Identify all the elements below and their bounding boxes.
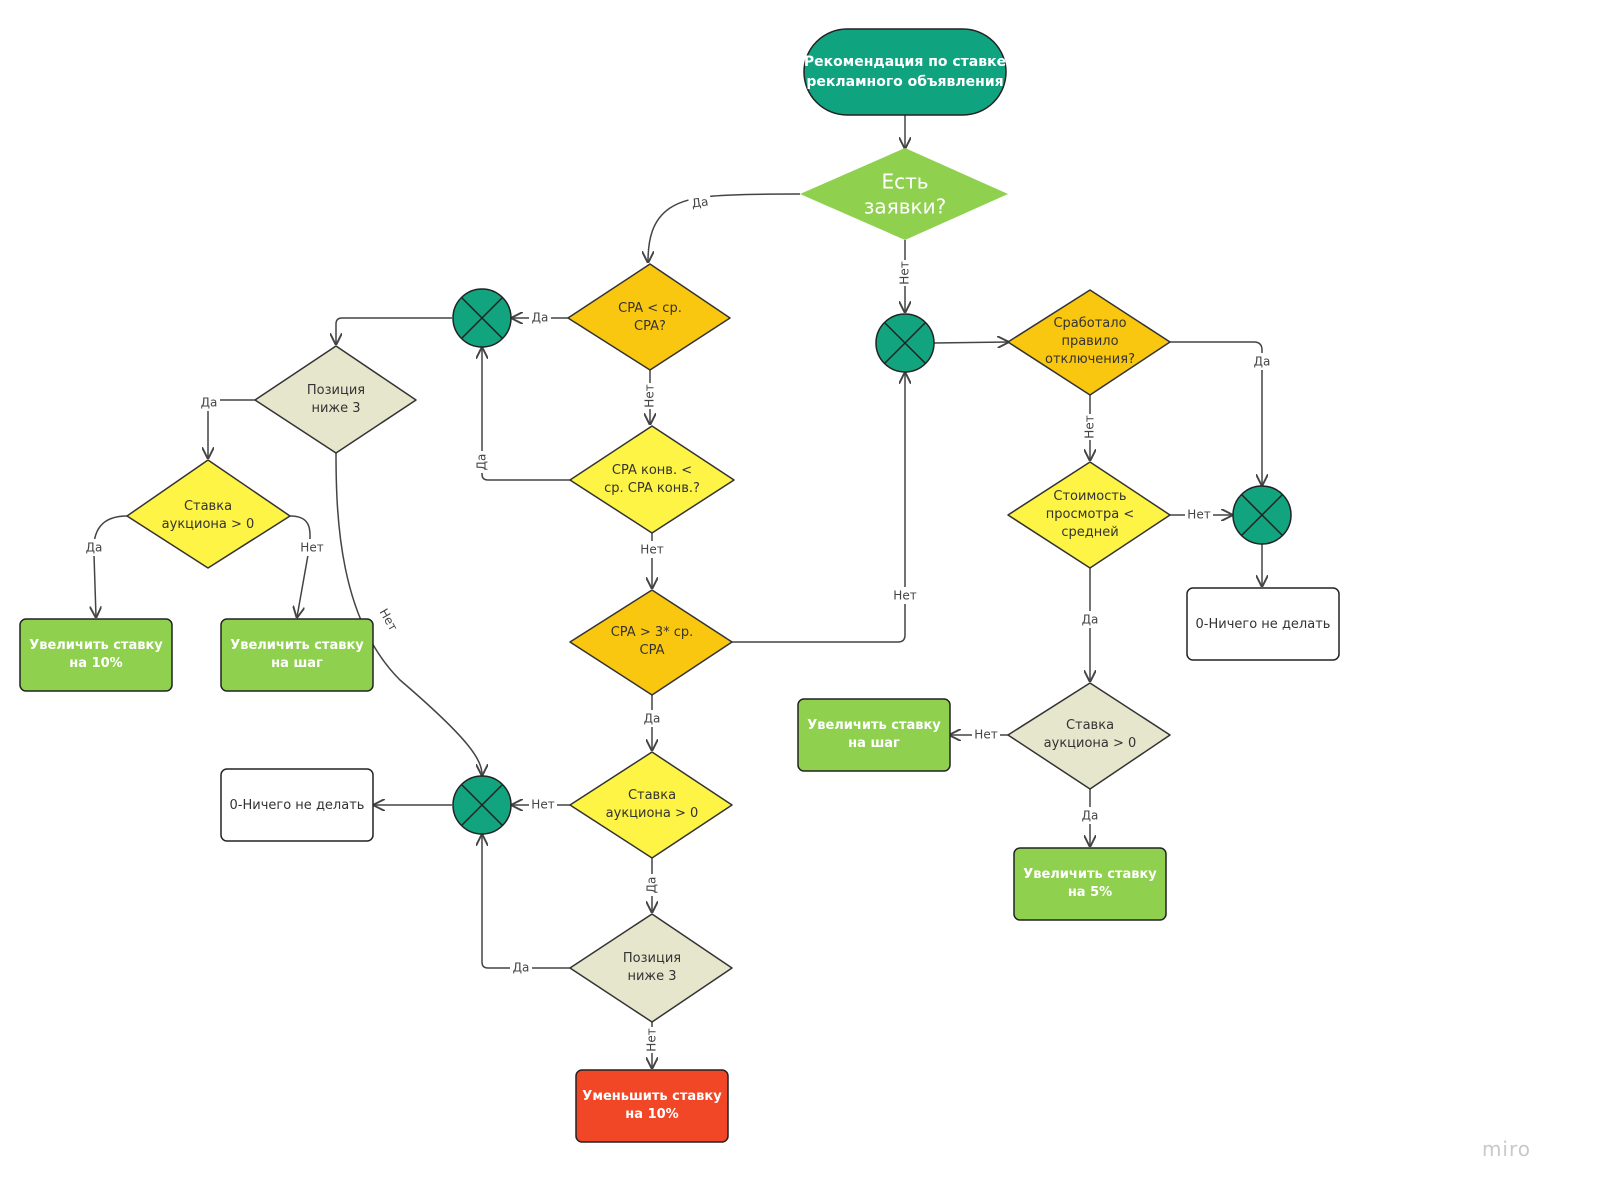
decision-cpa-conv-lt[interactable]: CPA конв. <ср. CPA конв.? bbox=[569, 425, 735, 534]
edge-label-cpa-conv-yes: Да bbox=[475, 454, 489, 471]
edge-label-bid-right-no: Нет bbox=[974, 728, 997, 742]
edge-label-pos-center-no: Нет bbox=[645, 1028, 659, 1051]
edge-pos-center-yes bbox=[482, 835, 570, 969]
decision-cpa-lt-avg[interactable]: CPA < ср.CPA? bbox=[567, 263, 731, 371]
junction-right-top[interactable] bbox=[875, 313, 935, 373]
junction-right-side[interactable] bbox=[1232, 485, 1292, 545]
edge-label-has-requests-yes: Да bbox=[691, 194, 710, 210]
edge-labels: Да Нет Да Нет Да Нет Нет Да Нет Да Да Не… bbox=[83, 192, 1273, 1053]
edge-has-requests-yes bbox=[648, 193, 801, 262]
edge-label-bid-left-no: Нет bbox=[300, 541, 323, 555]
edge-label-bid-center-no: Нет bbox=[531, 798, 554, 812]
edge-cpa-conv-yes bbox=[482, 348, 570, 481]
edge-bid-left-no bbox=[289, 515, 311, 617]
junction-left-top[interactable] bbox=[452, 288, 512, 348]
action-nothing-left-label: 0-Ничего не делать bbox=[230, 798, 365, 813]
edge-label-rule-yes: Да bbox=[1254, 355, 1271, 369]
edge-label-pos-center-yes: Да bbox=[513, 961, 530, 975]
edge-label-cpa-3x-no: Нет bbox=[893, 589, 916, 603]
edge-junction-to-rule bbox=[933, 342, 1008, 343]
edge-label-pos-left-yes: Да bbox=[201, 396, 218, 410]
edge-label-view-cost-no: Нет bbox=[1187, 508, 1210, 522]
action-nothing-right-label: 0-Ничего не делать bbox=[1196, 617, 1331, 632]
edge-label-bid-right-yes: Да bbox=[1082, 809, 1099, 823]
decision-cpa-gt-3x[interactable]: CPA > 3* ср.CPA bbox=[569, 589, 733, 696]
edge-pos-left-no bbox=[335, 452, 482, 775]
decision-cpa-lt-avg-label: CPA < ср.CPA? bbox=[618, 301, 682, 334]
edges bbox=[94, 115, 1262, 1068]
edge-label-cpa-conv-no: Нет bbox=[640, 543, 663, 557]
edge-junction-to-pos-left bbox=[336, 317, 452, 344]
edge-cpa-3x-no bbox=[732, 373, 905, 643]
action-nothing-left[interactable]: 0-Ничего не делать bbox=[220, 768, 374, 842]
edge-label-bid-center-yes: Да bbox=[645, 877, 659, 894]
miro-watermark: miro bbox=[1481, 1137, 1531, 1161]
edge-label-cpa-3x-yes: Да bbox=[644, 712, 661, 726]
edge-label-rule-no: Нет bbox=[1083, 415, 1097, 438]
edge-label-bid-left-yes: Да bbox=[86, 541, 103, 555]
edge-rule-yes bbox=[1170, 341, 1262, 485]
edge-label-view-cost-yes: Да bbox=[1082, 613, 1099, 627]
junction-left-bottom[interactable] bbox=[452, 775, 512, 835]
edge-label-has-requests-no: Нет bbox=[898, 261, 912, 284]
action-nothing-right[interactable]: 0-Ничего не делать bbox=[1186, 587, 1340, 661]
edge-bid-left-yes bbox=[94, 515, 128, 617]
decision-cpa-gt-3x-label: CPA > 3* ср.CPA bbox=[611, 625, 694, 658]
edge-label-cpa-yes: Да bbox=[532, 311, 549, 325]
decision-cpa-conv-lt-label: CPA конв. <ср. CPA конв.? bbox=[604, 463, 700, 496]
edge-label-cpa-no: Нет bbox=[643, 384, 657, 407]
